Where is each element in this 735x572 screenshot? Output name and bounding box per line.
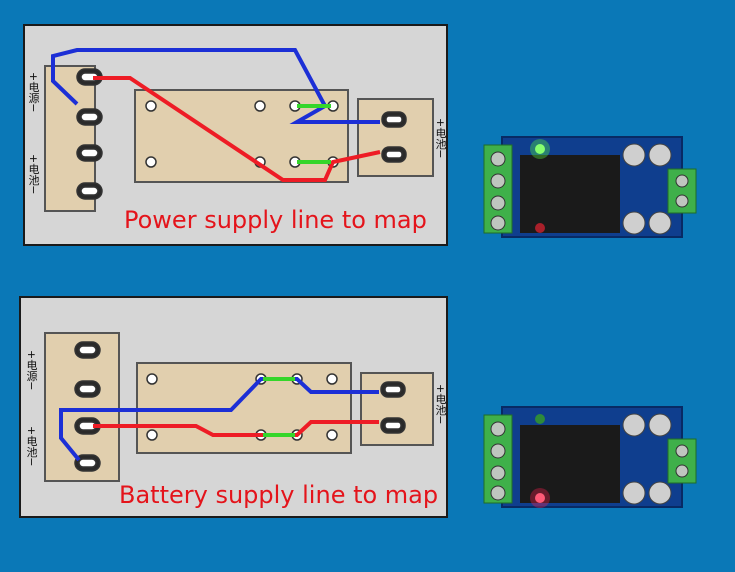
label-power-input: +电源−: [25, 350, 38, 391]
output-terminal-block: [357, 98, 434, 177]
input-terminal-block: [44, 65, 96, 212]
red-led-off: [535, 223, 545, 233]
blue-wire: [59, 377, 379, 462]
label-battery-input: +电池−: [27, 154, 40, 195]
red-wire: [93, 420, 379, 437]
label-battery-output: +电池−: [434, 384, 447, 425]
input-screws: [76, 68, 103, 200]
panel-caption: Power supply line to map: [124, 206, 427, 234]
green-led-off: [535, 414, 545, 424]
relay-component: [520, 155, 620, 233]
wiring-diagram-1: [44, 48, 434, 212]
power-supply-diagram: +电源− +电池− +电池− Power supply line to map: [23, 24, 448, 246]
relay-component: [520, 425, 620, 503]
label-battery-output: +电池−: [434, 118, 447, 159]
panel-caption: Battery supply line to map: [119, 481, 439, 509]
label-battery-input: +电池−: [25, 426, 38, 467]
blue-wire: [51, 48, 380, 124]
wiring-diagram-2: [44, 332, 434, 482]
battery-supply-diagram: +电源− +电池− +电池− Battery supply line to ma…: [19, 296, 448, 518]
relay-board-photo-battery: [482, 403, 698, 515]
relay-board-photo-power: [482, 133, 698, 245]
input-screws: [74, 341, 101, 472]
green-led-on: [535, 144, 545, 154]
red-wire: [93, 76, 381, 182]
label-power-input: +电源−: [27, 72, 40, 113]
red-led-on: [535, 493, 545, 503]
